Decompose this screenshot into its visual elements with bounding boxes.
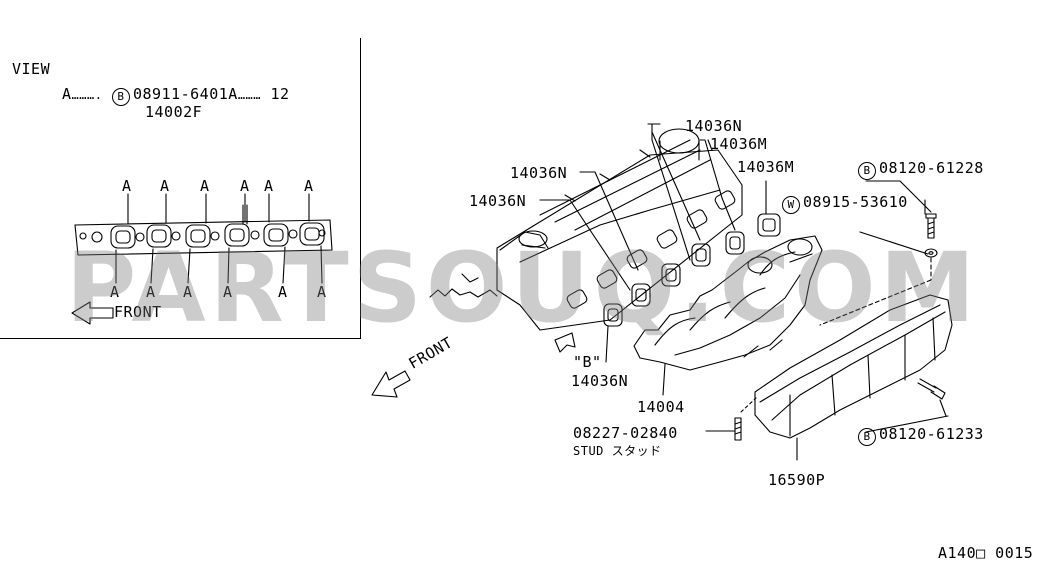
dot-leader: ………: [237, 88, 261, 102]
callout-letter: W: [782, 196, 800, 214]
dot-leader: ……….: [71, 88, 103, 102]
bolt-marker-a: A: [62, 85, 72, 103]
marker-a-bottom-1: A: [110, 283, 120, 301]
part-14036m-top[interactable]: 14036M: [710, 135, 768, 153]
part-14036n-top[interactable]: 14036N: [685, 117, 743, 135]
marker-a-bottom-6: A: [317, 283, 327, 301]
gasket-part-number: 14002F: [145, 103, 203, 121]
part-14036n-bottom[interactable]: 14036N: [571, 372, 629, 390]
part-14036m-right[interactable]: 14036M: [737, 158, 795, 176]
part-14036n-mid[interactable]: 14036N: [510, 164, 568, 182]
callout-letter-b: B: [111, 88, 130, 106]
part-16590p[interactable]: 16590P: [768, 471, 826, 489]
part-14004[interactable]: 14004: [637, 398, 685, 416]
gasket-strip-drawing: [71, 193, 333, 325]
part-number: 08915-53610: [803, 193, 908, 211]
callout-letter: B: [858, 162, 876, 180]
fasteners-drawing: [734, 213, 946, 441]
cylinder-head-drawing: [429, 128, 743, 353]
part-number: 08120-61233: [879, 425, 984, 443]
marker-a-top-5: A: [264, 177, 274, 195]
marker-a-top-2: A: [160, 177, 170, 195]
view-panel: [0, 38, 361, 339]
marker-a-top-1: A: [122, 177, 132, 195]
marker-a-bottom-4: A: [223, 283, 233, 301]
heat-shield-drawing: [754, 294, 953, 439]
manifold-drawing: [633, 235, 823, 371]
callout-letter: B: [858, 428, 876, 446]
marker-a-bottom-2: A: [146, 283, 156, 301]
marker-a-top-4: A: [240, 177, 250, 195]
marker-a-top-6: A: [304, 177, 314, 195]
watermark: PARTSOUQ.COM: [65, 232, 980, 344]
part-number: 08120-61228: [879, 159, 984, 177]
front-arrow-main: [371, 370, 411, 398]
stud-part-number[interactable]: 08227-02840: [573, 424, 678, 442]
marker-a-bottom-3: A: [183, 283, 193, 301]
gaskets-drawing: [603, 213, 781, 327]
part-14036n-left[interactable]: 14036N: [469, 192, 527, 210]
marker-a-bottom-5: A: [278, 283, 288, 301]
diagram-code: A140□ 0015: [938, 544, 1034, 562]
view-b-label: "B": [573, 353, 602, 371]
stud-description: STUD スタッド: [573, 444, 662, 458]
bolt-part-number: 08911-6401A: [132, 85, 238, 103]
inset-front-label: FRONT: [114, 303, 162, 321]
view-title: VIEW: [12, 60, 51, 78]
bolt-quantity: 12: [270, 85, 290, 103]
marker-a-top-3: A: [200, 177, 210, 195]
leader-lines: [539, 123, 949, 461]
